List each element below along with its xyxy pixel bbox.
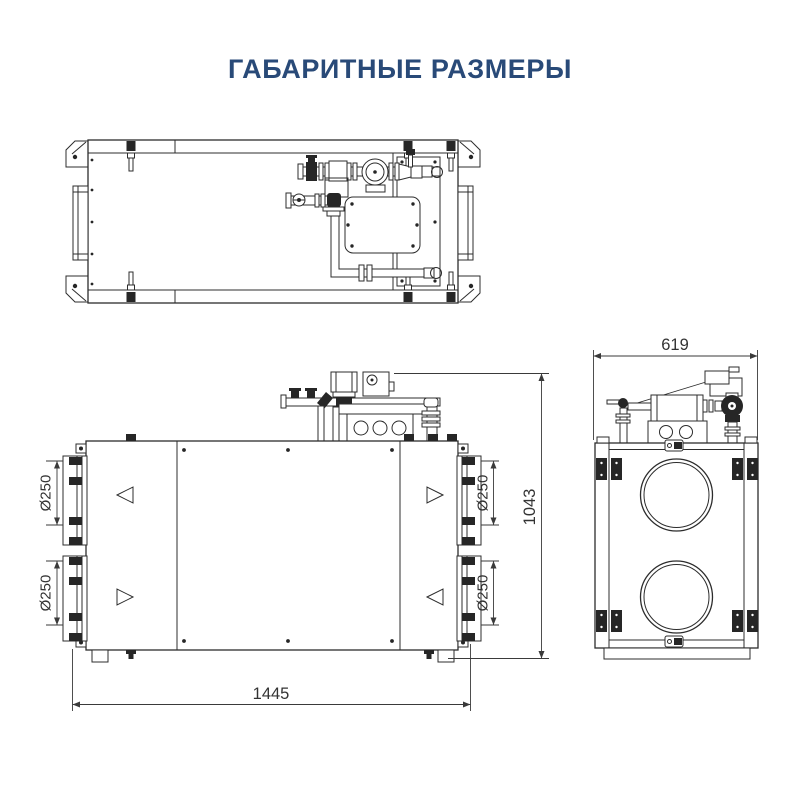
dim-label-overall-width: 1445 xyxy=(253,685,290,703)
airflow-arrows-front xyxy=(115,486,445,606)
front-view xyxy=(62,371,482,663)
corner-brackets-side xyxy=(596,458,758,632)
side-view xyxy=(594,366,759,660)
valve-handwheel-top xyxy=(292,193,306,207)
dimension-port-front-left-upper: Ø250 xyxy=(37,460,63,526)
valve-side xyxy=(606,398,652,444)
dimension-overall-depth: 619 xyxy=(593,336,758,440)
base-side xyxy=(603,647,751,660)
front-view-body xyxy=(85,440,459,651)
top-view xyxy=(65,139,481,304)
dim-label-port-front-right-lower: Ø250 xyxy=(474,575,491,612)
panel-screws-front xyxy=(182,448,394,643)
hydraulic-piping-top xyxy=(285,149,443,282)
dimension-overall-height: 1043 xyxy=(394,373,549,659)
side-view-body xyxy=(594,442,759,649)
duct-port-front-right-upper xyxy=(456,455,482,546)
dim-label-port-front-left-lower: Ø250 xyxy=(37,575,54,612)
dim-label-overall-depth: 619 xyxy=(661,336,689,354)
access-panel-top xyxy=(344,196,421,254)
duct-flange-top-left xyxy=(72,185,89,261)
dimension-port-front-left-lower: Ø250 xyxy=(37,560,63,626)
circulation-pump-top xyxy=(361,158,389,193)
junction-box-side xyxy=(647,420,708,444)
piping-assembly-front xyxy=(280,371,441,442)
screws-left-edge xyxy=(90,158,94,286)
valve-actuator-front xyxy=(330,371,358,407)
dimension-port-front-right-lower: Ø250 xyxy=(474,560,499,626)
latches-side xyxy=(664,439,684,648)
dim-label-port-front-left-upper: Ø250 xyxy=(37,475,54,512)
dim-label-overall-height: 1043 xyxy=(521,489,539,526)
corner-caps-top-view xyxy=(65,140,481,303)
pump-side xyxy=(721,395,743,444)
duct-opening-side-upper xyxy=(639,458,714,532)
actuator-side xyxy=(704,366,743,399)
page-title: ГАБАРИТНЫЕ РАЗМЕРЫ xyxy=(227,54,573,84)
top-tabs-front xyxy=(126,434,457,441)
duct-opening-side-lower xyxy=(639,560,714,634)
feet-front xyxy=(91,649,455,663)
dimension-port-front-right-upper: Ø250 xyxy=(474,460,499,526)
piping-assembly-side xyxy=(606,366,743,444)
dim-label-port-front-right-upper: Ø250 xyxy=(474,475,491,512)
junction-box-front xyxy=(346,413,414,442)
dimension-overall-width: 1445 xyxy=(72,644,471,711)
duct-port-front-left-upper xyxy=(62,455,88,546)
duct-port-front-left-lower xyxy=(62,555,88,642)
duct-flange-top-right xyxy=(457,185,474,261)
pump-motor-front xyxy=(362,371,395,397)
duct-port-front-right-lower xyxy=(456,555,482,642)
